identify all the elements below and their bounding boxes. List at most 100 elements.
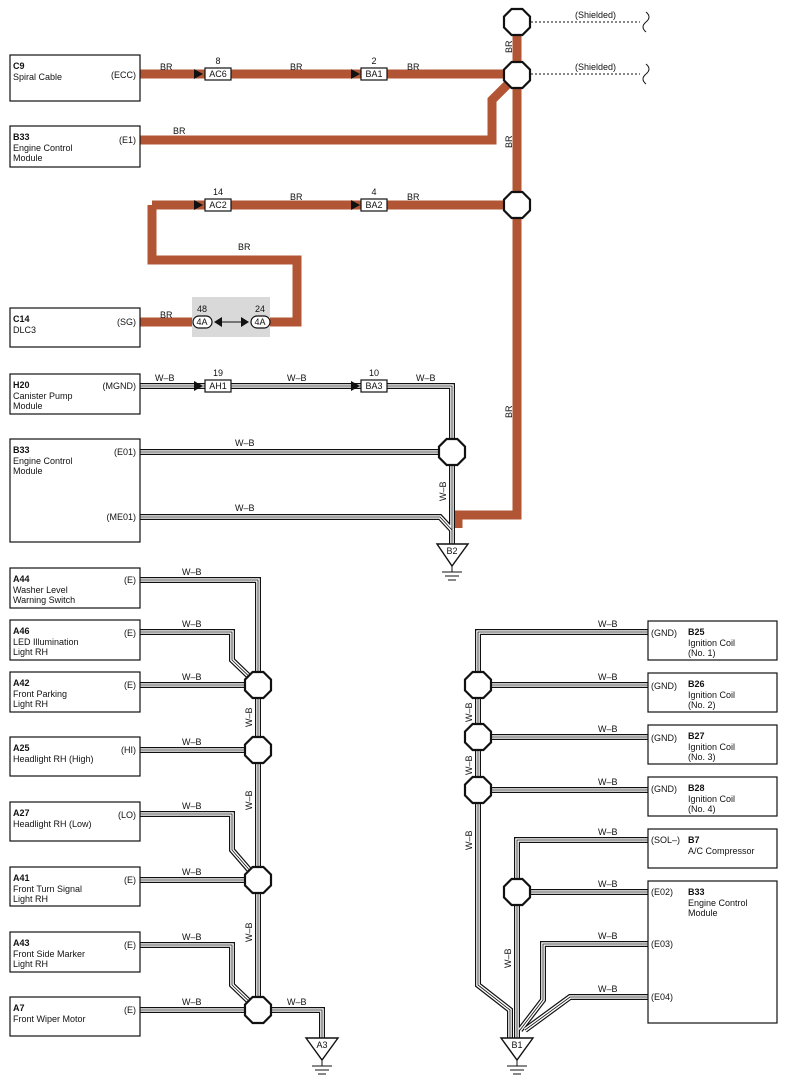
component-box-b33b[interactable] — [9, 438, 141, 543]
splice-octagon[interactable] — [243, 735, 273, 765]
component-box-a42[interactable] — [9, 671, 141, 713]
component-box-a25[interactable] — [9, 736, 141, 777]
svg-text:BA2: BA2 — [365, 200, 382, 210]
wire-label: W–B — [287, 997, 307, 1007]
component-name: Engine Control — [688, 898, 748, 908]
wire-label: W–B — [598, 724, 618, 734]
pin-label: (E) — [124, 875, 136, 885]
component-name: (No. 1) — [688, 648, 716, 658]
component-code: C14 — [13, 314, 30, 324]
connector-4a-24[interactable]: 4A 24 — [250, 304, 271, 329]
splice-octagon[interactable] — [502, 7, 532, 37]
pin-label: (E04) — [651, 992, 673, 1002]
pin-label: (GND) — [651, 628, 677, 638]
splice-octagon[interactable] — [463, 670, 493, 700]
pin-label: (ME01) — [106, 512, 136, 522]
splice-octagon[interactable] — [243, 865, 273, 895]
svg-text:14: 14 — [213, 187, 223, 197]
connector-ah1[interactable]: AH1 19 — [194, 368, 232, 393]
component-box-b25[interactable] — [647, 620, 778, 661]
wire-label: W–B — [235, 503, 255, 513]
svg-text:4A: 4A — [196, 317, 207, 327]
wire-label: W–B — [598, 931, 618, 941]
component-box-b28[interactable] — [647, 776, 778, 817]
component-name: A/C Compressor — [688, 846, 755, 856]
wire-label: W–B — [598, 619, 618, 629]
splice-octagon[interactable] — [243, 670, 273, 700]
connector-ac2[interactable]: AC2 14 — [194, 187, 232, 212]
component-box-b33c[interactable] — [647, 880, 778, 1024]
svg-text:8: 8 — [215, 56, 220, 66]
wb-wires — [140, 383, 648, 1040]
wire-label: W–B — [244, 922, 254, 942]
component-code: A42 — [13, 678, 30, 688]
component-box-c9[interactable] — [9, 54, 141, 102]
pin-label: (MGND) — [103, 381, 137, 391]
component-name: Front Wiper Motor — [13, 1014, 86, 1024]
ground-b1[interactable]: B1 — [499, 1037, 535, 1075]
component-name: Module — [688, 908, 718, 918]
splice-octagon[interactable] — [502, 60, 532, 90]
component-name: Headlight RH (Low) — [13, 819, 92, 829]
component-box-a7[interactable] — [9, 996, 141, 1037]
wire-color-labels: BR BR BR BR BR BR BR BR BR BR BR W–B W–B… — [155, 40, 618, 1007]
component-box-a46[interactable] — [9, 619, 141, 661]
splice-octagon[interactable] — [437, 437, 467, 467]
component-name: Module — [13, 153, 43, 163]
svg-text:A3: A3 — [316, 1040, 327, 1050]
wire-label: W–B — [182, 672, 202, 682]
wire-label: W–B — [287, 373, 307, 383]
component-code: B27 — [688, 731, 705, 741]
ground-a3[interactable]: A3 — [304, 1037, 340, 1075]
component-box-b33a[interactable] — [9, 125, 141, 168]
connector-ba1[interactable]: BA1 2 — [351, 56, 388, 81]
wire-label: W–B — [182, 619, 202, 629]
pin-label: (E03) — [651, 939, 673, 949]
component-name: Module — [13, 466, 43, 476]
splice-octagon[interactable] — [243, 995, 273, 1025]
splice-octagon[interactable] — [502, 877, 532, 907]
connector-ac6[interactable]: AC6 8 — [194, 56, 232, 81]
component-box-c14[interactable] — [9, 307, 141, 348]
component-box-a43[interactable] — [9, 931, 141, 973]
svg-text:AC2: AC2 — [209, 200, 227, 210]
wire-label: W–B — [416, 373, 436, 383]
component-name: Ignition Coil — [688, 638, 735, 648]
component-box-a41[interactable] — [9, 866, 141, 907]
wire-label: W–B — [235, 438, 255, 448]
ground-b2[interactable]: B2 — [435, 543, 470, 581]
connector-ba2[interactable]: BA2 4 — [351, 187, 388, 212]
splice-octagon[interactable] — [463, 775, 493, 805]
svg-text:10: 10 — [369, 368, 379, 378]
svg-text:BA3: BA3 — [365, 381, 382, 391]
component-box-a44[interactable] — [9, 567, 141, 609]
component-name: (No. 2) — [688, 700, 716, 710]
splice-octagon[interactable] — [502, 190, 532, 220]
component-name: Ignition Coil — [688, 742, 735, 752]
component-box-b7[interactable] — [647, 828, 778, 869]
component-name: Module — [13, 401, 43, 411]
component-box-b26[interactable] — [647, 672, 778, 713]
pin-label: (GND) — [651, 681, 677, 691]
component-code: B26 — [688, 679, 705, 689]
wire-label: W–B — [244, 790, 254, 810]
component-name: Engine Control — [13, 456, 73, 466]
splice-octagon[interactable] — [463, 722, 493, 752]
pin-label: (E) — [124, 1005, 136, 1015]
component-box-a27[interactable] — [9, 801, 141, 842]
pin-label: (E) — [124, 628, 136, 638]
component-name: Front Side Marker — [13, 949, 85, 959]
component-box-h20[interactable] — [9, 373, 141, 415]
connector-ba3[interactable]: BA3 10 — [351, 368, 388, 393]
component-box-b27[interactable] — [647, 724, 778, 765]
wire-label: BR — [290, 192, 303, 202]
wire-label: W–B — [464, 830, 474, 850]
pin-label: (GND) — [651, 733, 677, 743]
svg-text:19: 19 — [213, 368, 223, 378]
component-name: Front Parking — [13, 689, 67, 699]
connector-4a-48[interactable]: 4A 48 — [192, 304, 213, 329]
component-name: Ignition Coil — [688, 794, 735, 804]
component-code: A41 — [13, 873, 30, 883]
component-code: B7 — [688, 835, 700, 845]
